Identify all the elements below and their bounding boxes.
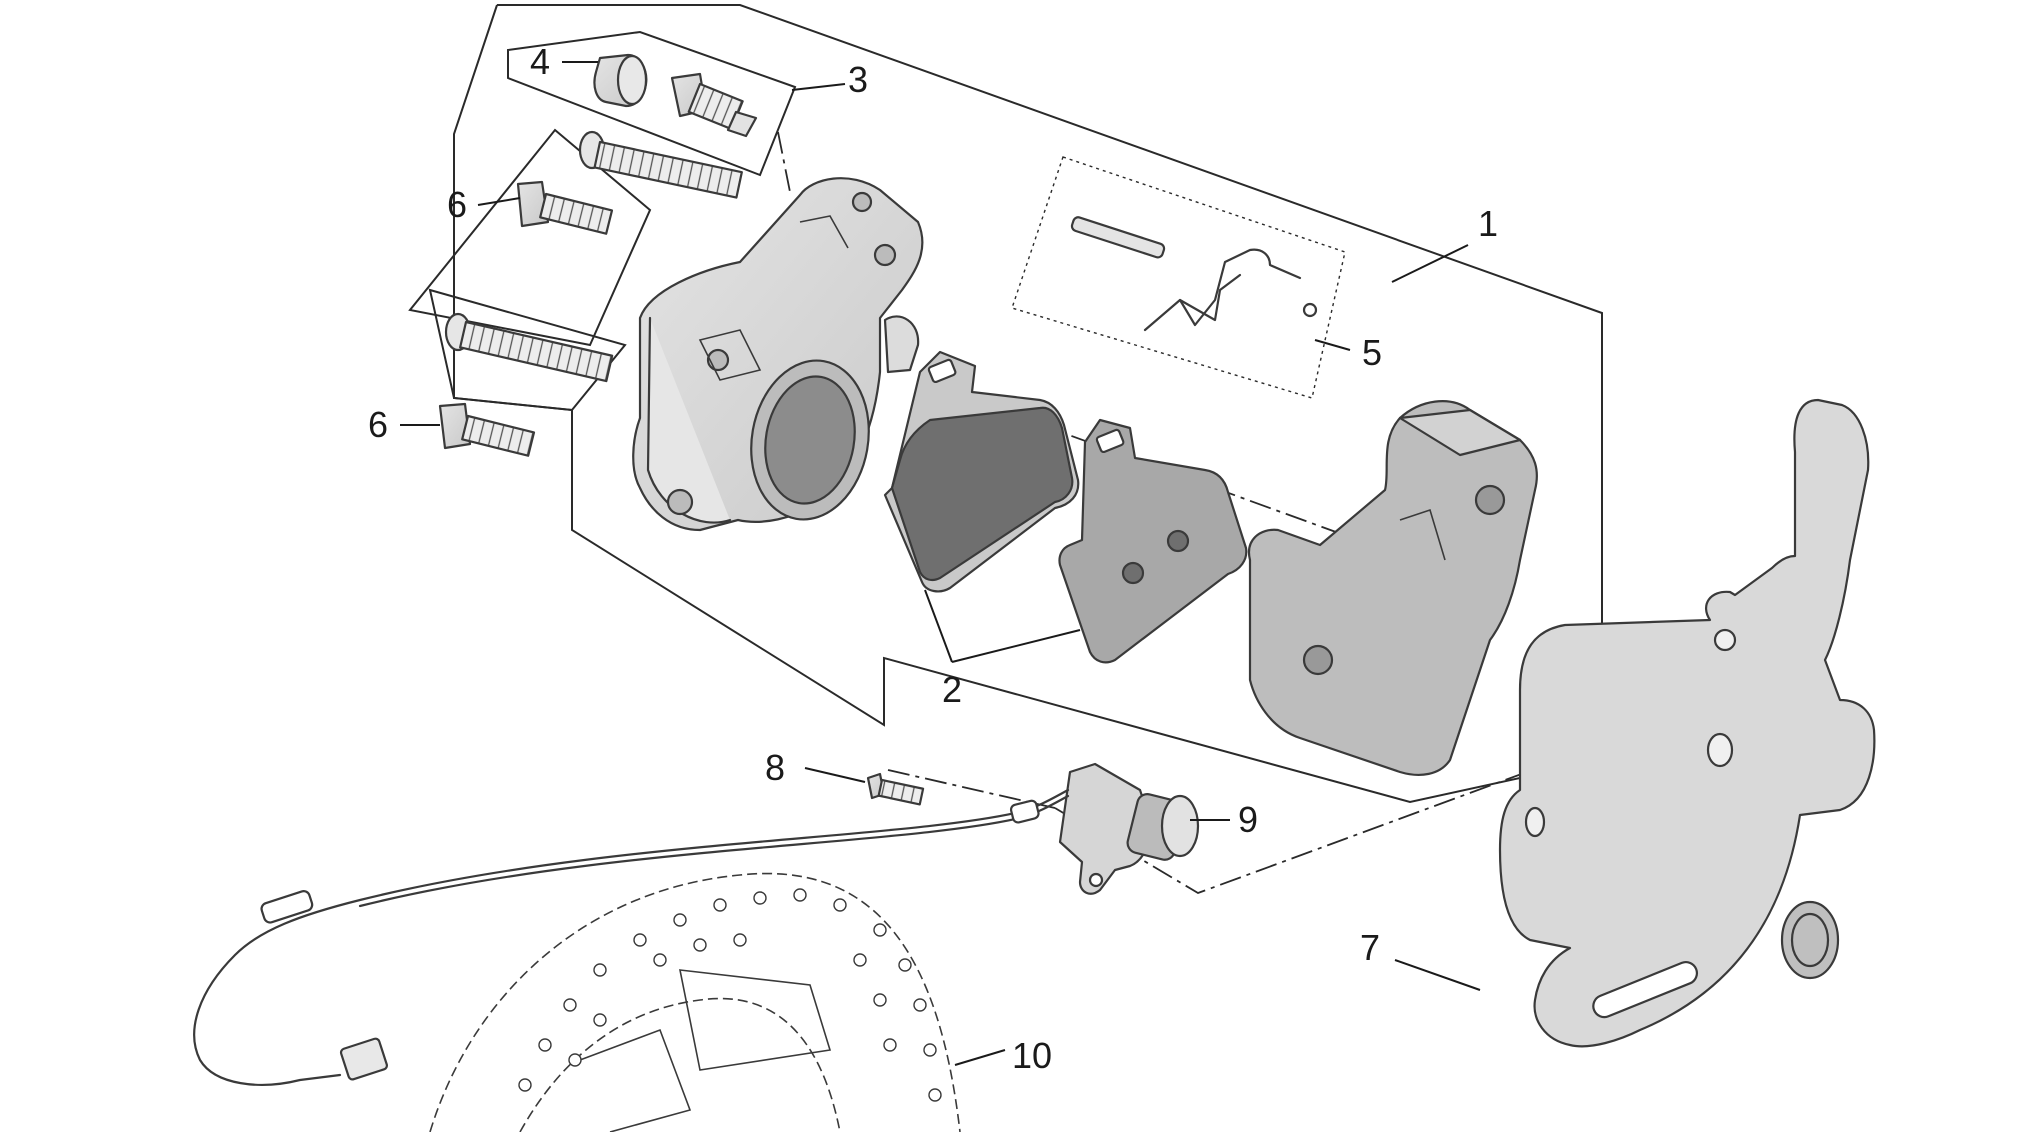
bolt-box-upper	[408, 128, 652, 347]
short-bolt-lower	[438, 402, 536, 457]
abs-sensor-cable	[193, 788, 1070, 1086]
bleed-cap-part	[593, 53, 648, 108]
leader-lines	[400, 61, 1481, 1066]
caliper-bracket-part	[1498, 398, 1876, 1048]
callout-3: 3	[848, 59, 868, 100]
callout-7: 7	[1360, 927, 1380, 968]
bolt-box-lower	[428, 288, 627, 412]
caliper-body-part	[632, 177, 924, 532]
callout-6-lower: 6	[368, 404, 388, 445]
callout-8: 8	[765, 747, 785, 788]
brake-pad-front-part	[883, 350, 1080, 593]
callout-6-upper: 6	[447, 184, 467, 225]
brake-disc-part	[429, 872, 961, 1132]
callout-1: 1	[1478, 203, 1498, 244]
kit-outline-1	[453, 4, 1603, 804]
callout-5: 5	[1362, 332, 1382, 373]
callout-10: 10	[1012, 1035, 1052, 1076]
pin-spring-kit-box	[1011, 156, 1346, 399]
disc-holes	[518, 888, 942, 1102]
caliper-half-part	[1247, 400, 1538, 776]
brake-pad-rear-part	[1058, 418, 1248, 664]
long-bolt-lower	[444, 312, 614, 383]
bleeder-kit-box	[507, 30, 797, 177]
callout-9: 9	[1238, 799, 1258, 840]
callout-labels: 1 2 3 4 5 6 6 7 8 9 10	[368, 41, 1498, 1076]
short-bolt-upper	[516, 180, 614, 235]
sensor-screw-part	[866, 772, 925, 806]
pad-spring-part	[1143, 248, 1302, 332]
pad-pin-part	[1070, 216, 1318, 318]
callout-2: 2	[942, 669, 962, 710]
callout-4: 4	[530, 41, 550, 82]
long-bolt-upper	[578, 130, 743, 199]
abs-sensor-part	[1058, 762, 1200, 895]
bleed-screw-part	[670, 72, 758, 138]
